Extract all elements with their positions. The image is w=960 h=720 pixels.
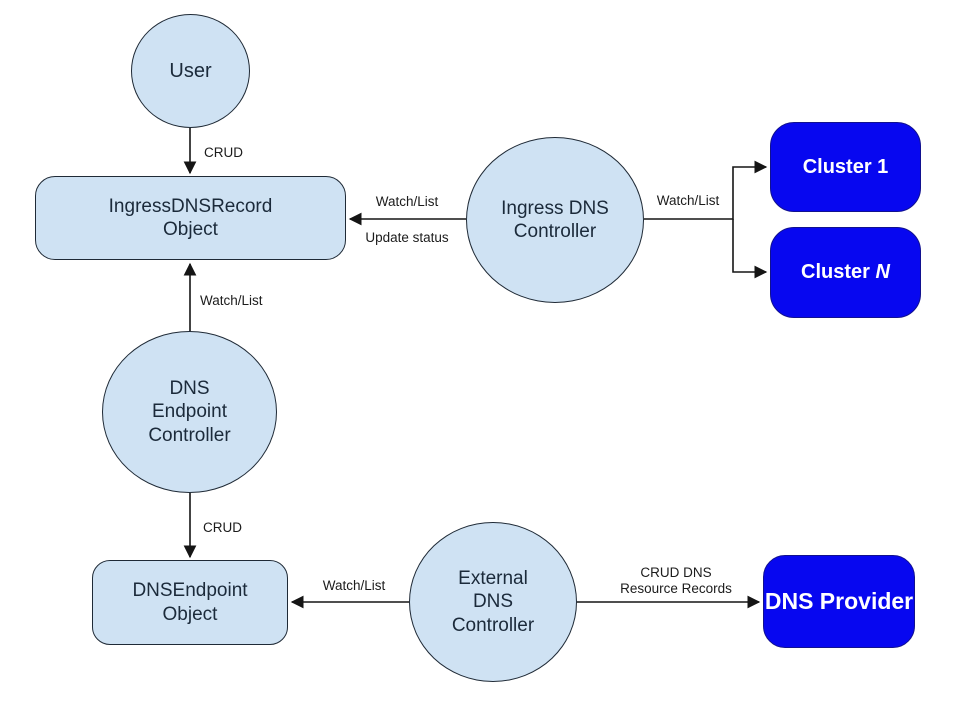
node-external-dns-controller-label: External DNS Controller: [451, 568, 535, 636]
edge-label-ingress-update-status: Update status: [365, 230, 449, 245]
node-user-label: User: [169, 59, 212, 82]
node-ingress-dns-record-object: IngressDNSRecord Object: [35, 176, 346, 260]
node-cluster-n-label-suffix: N: [875, 261, 890, 284]
edge-ingresscontroller-to-cluster1: [644, 160, 768, 220]
node-dns-endpoint-controller-label: DNS Endpoint Controller: [148, 378, 231, 446]
node-cluster-n-label-prefix: Cluster: [801, 261, 876, 284]
edge-label-endpoint-crud: CRUD: [203, 520, 242, 535]
node-dns-provider: DNS Provider: [763, 555, 915, 648]
node-ingress-dns-controller: Ingress DNS Controller: [466, 137, 644, 303]
node-dnsendpoint-object: DNSEndpoint Object: [92, 560, 288, 645]
node-dnsendpoint-object-label: DNSEndpoint Object: [132, 580, 248, 625]
edge-label-clusters-watch-list: Watch/List: [656, 193, 720, 208]
edge-label-external-watch-list: Watch/List: [322, 578, 386, 593]
node-dns-endpoint-controller: DNS Endpoint Controller: [102, 331, 277, 493]
node-cluster-n-label: Cluster N: [801, 260, 890, 284]
edge-label-ingress-watch-list: Watch/List: [375, 194, 439, 209]
node-cluster-n: Cluster N: [770, 227, 921, 318]
edge-label-external-crud-dns: CRUD DNS Resource Records: [620, 565, 732, 597]
node-user: User: [131, 14, 250, 128]
edge-label-user-crud: CRUD: [204, 145, 243, 160]
node-dns-provider-label: DNS Provider: [764, 588, 914, 615]
node-cluster-1: Cluster 1: [770, 122, 921, 212]
node-ingress-dns-controller-label: Ingress DNS Controller: [501, 197, 609, 242]
edge-label-endpoint-watch-list: Watch/List: [200, 293, 263, 308]
node-cluster-1-label: Cluster 1: [802, 155, 889, 178]
node-ingress-dns-record-object-label: IngressDNSRecord Object: [108, 195, 273, 240]
edge-ingresscontroller-to-clustern: [732, 219, 768, 279]
node-external-dns-controller: External DNS Controller: [409, 522, 577, 682]
